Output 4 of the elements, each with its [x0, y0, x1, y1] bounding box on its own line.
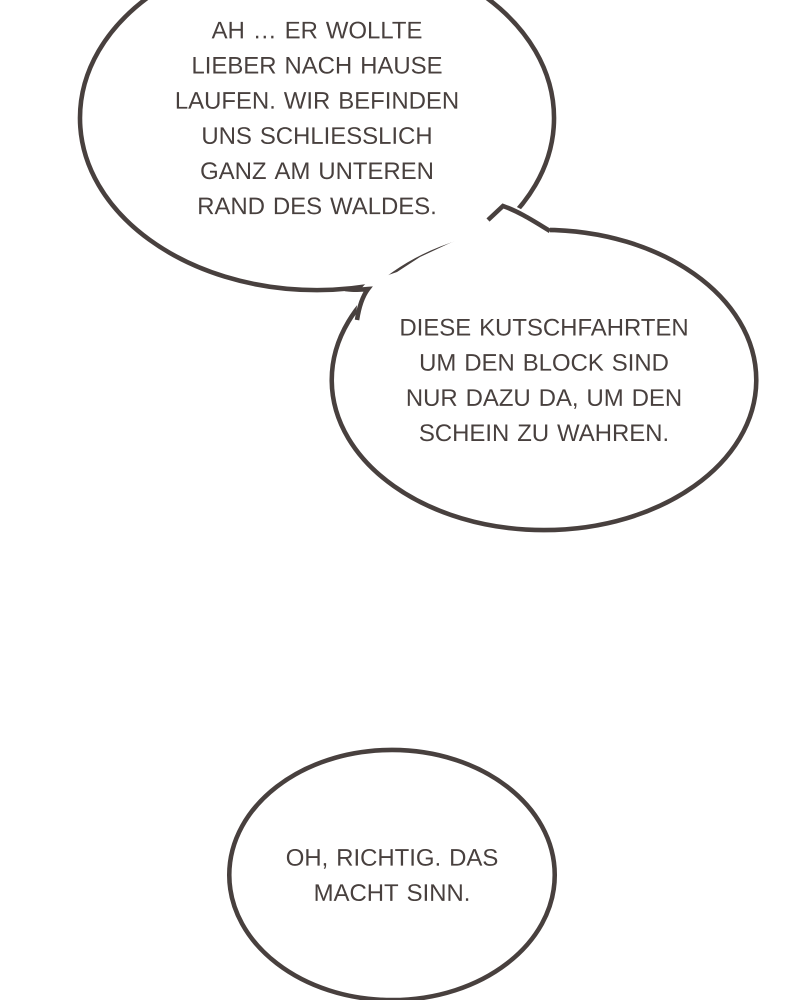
speech-bubble: AH … ER WOLLTE LIEBER NACH HAUSE LAUFEN. WIR BEFINDEN UNS SCHLIESSLICH GANZ AM UNTEREN RAND DES WALDES. [78, 0, 556, 292]
node-label: DIESE KUTSCHFAHRTEN UM DEN BLOCK SIND NUR DAZU DA, UM DEN SCHEIN ZU WAHREN. [401, 318, 687, 442]
speech-bubble: DIESE KUTSCHFAHRTEN UM DEN BLOCK SIND NUR DAZU DA, UM DEN SCHEIN ZU WAHREN. [329, 228, 759, 532]
speech-bubble: OH, RICHTIG. DAS MACHT SINN. [227, 748, 558, 1000]
